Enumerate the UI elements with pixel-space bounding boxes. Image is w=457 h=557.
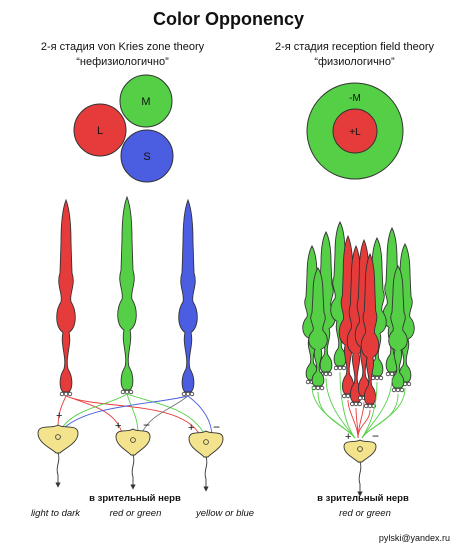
synapse-terminal (305, 379, 311, 385)
s-cone-circle (120, 129, 174, 183)
cone-cell (117, 195, 137, 391)
synapse-terminal (342, 393, 347, 399)
m-circle-label: M (141, 96, 150, 108)
m-cone-circle (119, 74, 173, 128)
synapse-terminal (385, 371, 391, 377)
synapse-terminal (185, 391, 191, 397)
axon-arrow (130, 454, 136, 490)
connection-wire (61, 393, 128, 429)
synapse-terminal (67, 391, 73, 397)
ganglion-cell (188, 430, 224, 458)
synapse-terminal (350, 401, 355, 407)
synapse-terminal (358, 395, 363, 401)
author-credit: pylski@yandex.ru (378, 533, 450, 543)
synapse-terminal (357, 401, 362, 407)
synapse-terminal (315, 385, 321, 391)
minus-sign: − (143, 418, 150, 432)
synapse-terminal (311, 385, 317, 391)
connection-wire (57, 395, 67, 429)
connection-wire (361, 387, 406, 439)
synapse-terminal (124, 389, 130, 395)
connection-wire (141, 395, 189, 434)
synapse-terminal (345, 393, 351, 399)
right-nerve-label: в зрительный нерв (317, 493, 409, 504)
ganglion-cell (343, 439, 377, 463)
plus-sign: + (188, 422, 194, 434)
left-heading-line2: “нефизиологично” (76, 56, 169, 68)
synapse-terminal (333, 365, 339, 371)
cone-cell (56, 198, 76, 393)
synapse-terminal (391, 387, 397, 393)
connection-wire (63, 395, 189, 429)
left-heading-line1: 2-я стадия von Kries zone theory (40, 41, 205, 53)
synapse-terminal (319, 385, 325, 391)
synapse-terminal (120, 389, 126, 395)
connection-wire (355, 407, 359, 439)
connection-wire (126, 393, 206, 436)
center-circle (332, 108, 378, 154)
surround-label: -M (349, 93, 361, 104)
synapse-terminal (341, 365, 347, 371)
title: Color Opponency (152, 9, 304, 29)
ganglion-nucleus (357, 446, 363, 452)
synapse-terminal (395, 387, 401, 393)
left-cone-cells (56, 195, 198, 397)
channel-light-dark: light to dark (30, 508, 81, 519)
synapse-terminal (189, 391, 195, 397)
connection-wire (65, 395, 123, 434)
ganglion-nucleus (55, 434, 61, 440)
synapse-terminal (128, 389, 134, 395)
left-nerve-label: в зрительный нерв (89, 493, 181, 504)
synapse-terminal (337, 365, 343, 371)
connection-wire (339, 371, 356, 439)
synapse-terminal (327, 371, 333, 377)
synapse-terminal (353, 401, 359, 407)
right-cone-cells (302, 221, 415, 409)
ganglion-cell (115, 428, 151, 456)
synapse-terminal (364, 403, 369, 409)
connection-wire (361, 377, 393, 439)
channel-red-green: red or green (109, 508, 162, 519)
center-label: +L (349, 127, 361, 138)
synapse-terminal (59, 391, 65, 397)
channel-yellow-blue: yellow or blue (195, 508, 255, 519)
connection-wire (126, 393, 139, 434)
l-circle-label: L (97, 125, 103, 137)
axon-arrow (203, 456, 209, 492)
synapse-terminal (181, 391, 187, 397)
receptive-field (306, 82, 404, 180)
cone-cell (178, 198, 198, 393)
synapse-terminal (406, 381, 412, 387)
plus-sign: + (56, 410, 62, 422)
synapse-terminal (323, 371, 329, 377)
synapse-terminal (367, 403, 373, 409)
synapse-terminal (63, 391, 69, 397)
right-heading-line2: “физиологично” (314, 56, 395, 68)
synapse-terminal (374, 375, 380, 381)
axon-arrow (357, 461, 363, 497)
ganglion-nucleus (203, 439, 209, 445)
connection-wire (65, 395, 201, 436)
minus-sign: − (213, 420, 220, 434)
l-cone-circle (73, 103, 127, 157)
left-connections (57, 393, 213, 438)
right-channel-red-green: red or green (339, 508, 391, 519)
ganglion-cell (37, 424, 79, 454)
ganglion-nucleus (130, 437, 136, 443)
right-heading-line1: 2-я стадия reception field theory (274, 41, 435, 53)
minus-sign: − (372, 429, 379, 443)
synapse-terminal (378, 375, 384, 381)
s-circle-label: S (143, 151, 150, 163)
right-connections (311, 371, 406, 439)
synapse-terminal (399, 387, 405, 393)
connection-wire (357, 409, 371, 439)
plus-sign: + (345, 431, 351, 443)
von-kries-circles (73, 74, 174, 183)
axon-arrow (55, 452, 61, 488)
synapse-terminal (389, 371, 395, 377)
plus-sign: + (115, 420, 121, 432)
ganglion-cells (37, 424, 377, 497)
